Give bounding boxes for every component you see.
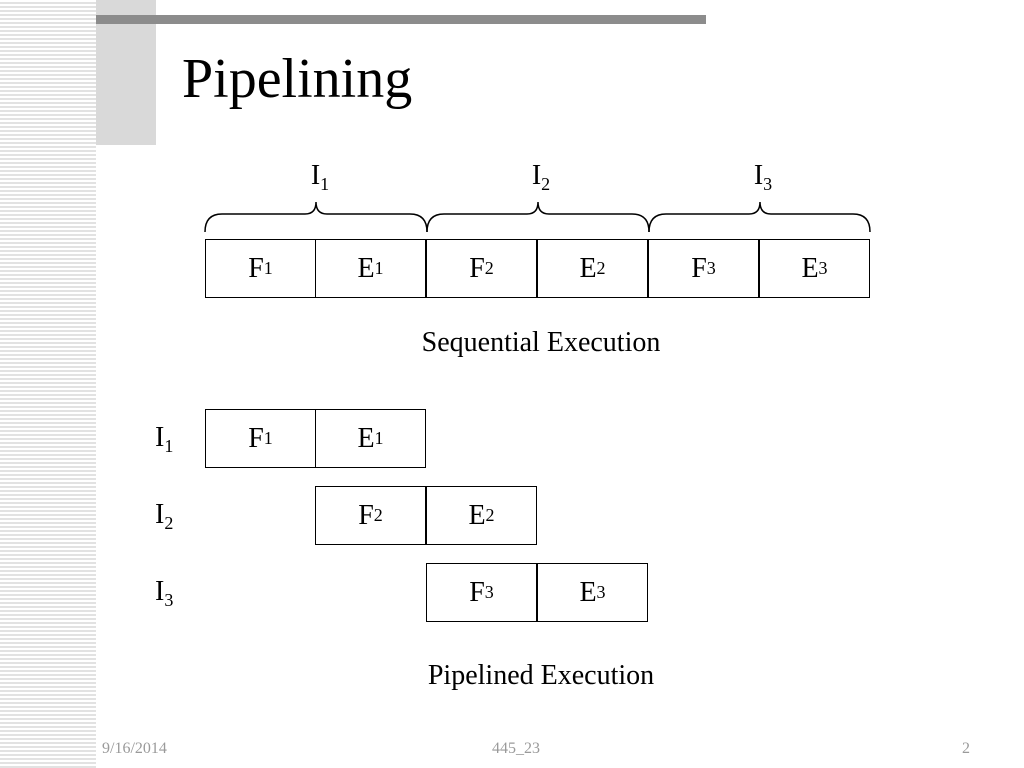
seq-cell-e2-sub: 2 xyxy=(596,258,606,278)
pipe-cell-f3-sub: 3 xyxy=(484,582,494,602)
seq-cell-e1-base: E xyxy=(357,252,375,284)
pipe-row-label-i2-sub: 2 xyxy=(164,513,174,533)
seq-label-i2: I2 xyxy=(532,160,550,200)
seq-cell-f2-base: F xyxy=(469,252,485,284)
pipe-row-label-i3-sub: 3 xyxy=(164,590,174,610)
pipe-row-label-i3: I3 xyxy=(155,576,173,616)
pipe-cell-e3-base: E xyxy=(579,576,597,608)
top-accent-bar xyxy=(96,15,706,24)
pipe-row-label-i1-base: I xyxy=(155,422,165,453)
seq-cell-e1-sub: 1 xyxy=(374,258,384,278)
seq-cell-f3-base: F xyxy=(691,252,707,284)
pipe-cell-f2-sub: 2 xyxy=(373,505,383,525)
seq-label-i3: I3 xyxy=(754,160,772,200)
pipe-cell-f3-base: F xyxy=(469,576,485,608)
brace-i2 xyxy=(426,201,650,233)
seq-label-i1-base: I xyxy=(310,160,321,191)
pipe-row-label-i2-base: I xyxy=(155,499,165,530)
seq-label-i3-base: I xyxy=(753,160,764,191)
sequential-caption: Sequential Execution xyxy=(421,327,661,358)
seq-cell-e3-base: E xyxy=(801,252,819,284)
pipe-cell-f1-sub: 1 xyxy=(263,428,273,448)
seq-cell-e3-sub: 3 xyxy=(818,258,828,278)
pipe-cell-f2-base: F xyxy=(358,499,374,531)
brace-i1 xyxy=(204,201,428,233)
pipe-row-label-i3-base: I xyxy=(155,576,165,607)
pipe-cell-e3-sub: 3 xyxy=(596,582,606,602)
left-stripe-decoration xyxy=(0,0,96,768)
seq-cell-f1-base: F xyxy=(248,252,264,284)
seq-cell-f3-sub: 3 xyxy=(706,258,716,278)
pipe-cell-f1-base: F xyxy=(248,422,264,454)
seq-cell-f1-sub: 1 xyxy=(263,258,273,278)
pipelined-caption: Pipelined Execution xyxy=(427,660,655,691)
seq-label-i2-base: I xyxy=(531,160,542,191)
footer-slide-code: 445_23 xyxy=(492,740,540,757)
seq-cell-f2-sub: 2 xyxy=(484,258,494,278)
footer-page-number: 2 xyxy=(962,740,970,757)
pipe-cell-e1-sub: 1 xyxy=(374,428,384,448)
pipe-cell-e1-base: E xyxy=(357,422,375,454)
pipe-row-label-i2: I2 xyxy=(155,499,173,539)
seq-label-i1: I1 xyxy=(311,160,329,200)
seq-label-i3-sub: 3 xyxy=(763,174,773,194)
slide-title: Pipelining xyxy=(182,48,413,110)
brace-i3 xyxy=(648,201,871,233)
pipe-row-label-i1: I1 xyxy=(155,422,173,462)
pipe-cell-e2-base: E xyxy=(468,499,486,531)
footer-date: 9/16/2014 xyxy=(102,740,167,757)
title-accent-block xyxy=(96,0,156,145)
seq-label-i2-sub: 2 xyxy=(541,174,551,194)
seq-label-i1-sub: 1 xyxy=(320,174,330,194)
seq-cell-e2-base: E xyxy=(579,252,597,284)
pipe-cell-e2-sub: 2 xyxy=(485,505,495,525)
pipe-row-label-i1-sub: 1 xyxy=(164,436,174,456)
